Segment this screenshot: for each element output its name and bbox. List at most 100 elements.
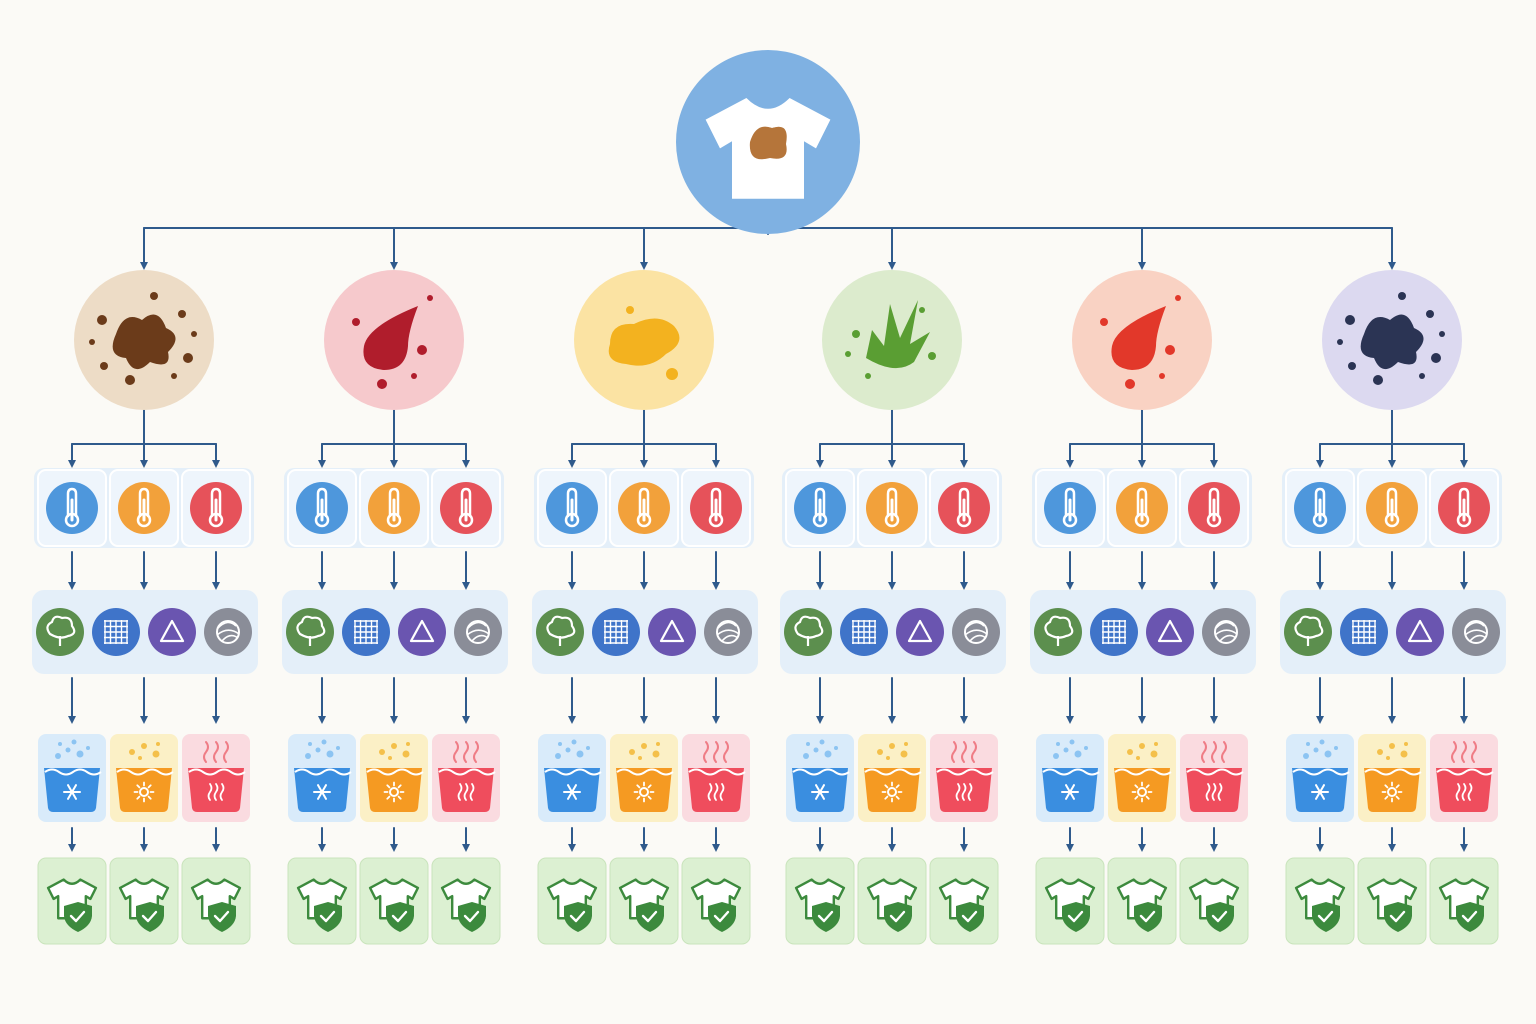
protected-shirt-icon[interactable]: [857, 857, 927, 945]
sun-ray: [895, 784, 900, 789]
cotton-plant-icon[interactable]: [784, 608, 832, 656]
bubble: [656, 742, 660, 746]
thermometer-hot-icon[interactable]: [1429, 469, 1499, 547]
protected-shirt-icon[interactable]: [1107, 857, 1177, 945]
triangle-icon[interactable]: [1396, 608, 1444, 656]
coffee-splat-icon[interactable]: [74, 270, 214, 410]
bubble: [402, 750, 410, 758]
mesh-grid-icon[interactable]: [92, 608, 140, 656]
hot-wash-basin-icon[interactable]: [1430, 734, 1498, 822]
triangle-icon[interactable]: [1146, 608, 1194, 656]
thermometer-warm-icon[interactable]: [857, 469, 927, 547]
warm-wash-basin-icon[interactable]: [610, 734, 678, 822]
bubble: [641, 743, 647, 749]
heat-wave: [955, 783, 961, 801]
warm-wash-basin-icon[interactable]: [858, 734, 926, 822]
bubble: [1377, 749, 1383, 755]
cotton-plant-icon[interactable]: [1034, 608, 1082, 656]
bubble: [1154, 742, 1158, 746]
check-mark: [961, 910, 978, 923]
ink-splat-icon[interactable]: [1322, 270, 1462, 410]
mesh-grid-icon[interactable]: [342, 608, 390, 656]
grass-splash-icon[interactable]: [822, 270, 962, 410]
thermometer-cold-icon[interactable]: [37, 469, 107, 547]
protected-shirt-icon[interactable]: [1179, 857, 1249, 945]
mesh-grid-icon[interactable]: [592, 608, 640, 656]
thermometer-cold-icon[interactable]: [537, 469, 607, 547]
protected-shirt-icon[interactable]: [37, 857, 107, 945]
protected-shirt-icon[interactable]: [431, 857, 501, 945]
thermometer-hot-icon[interactable]: [181, 469, 251, 547]
warm-wash-basin-icon[interactable]: [1358, 734, 1426, 822]
cold-wash-basin-icon[interactable]: [1036, 734, 1104, 822]
cold-wash-basin-icon[interactable]: [38, 734, 106, 822]
thermometer-warm-icon[interactable]: [359, 469, 429, 547]
basin-body: [1114, 768, 1170, 812]
thermometer-hot-icon[interactable]: [1179, 469, 1249, 547]
protected-shirt-icon[interactable]: [109, 857, 179, 945]
wool-yarn-icon[interactable]: [454, 608, 502, 656]
protected-shirt-icon[interactable]: [1035, 857, 1105, 945]
protected-shirt-icon[interactable]: [1357, 857, 1427, 945]
hot-wash-basin-icon[interactable]: [432, 734, 500, 822]
thermometer-hot-icon[interactable]: [681, 469, 751, 547]
wool-yarn-icon[interactable]: [1202, 608, 1250, 656]
triangle-icon[interactable]: [398, 608, 446, 656]
cotton-plant-icon[interactable]: [1284, 608, 1332, 656]
protected-shirt-icon[interactable]: [537, 857, 607, 945]
thermometer-cold-icon[interactable]: [1285, 469, 1355, 547]
hot-wash-basin-icon[interactable]: [182, 734, 250, 822]
triangle-icon[interactable]: [148, 608, 196, 656]
cotton-plant-icon[interactable]: [536, 608, 584, 656]
bubble: [1334, 746, 1338, 750]
fabric-badge: [454, 608, 502, 656]
fabric-badge: [704, 608, 752, 656]
water-wave: [1292, 768, 1350, 776]
stain-grass: [866, 300, 930, 369]
cold-wash-basin-icon[interactable]: [538, 734, 606, 822]
cold-wash-basin-icon[interactable]: [786, 734, 854, 822]
cotton-plant-icon[interactable]: [286, 608, 334, 656]
protected-shirt-icon[interactable]: [681, 857, 751, 945]
protected-shirt-icon[interactable]: [929, 857, 999, 945]
warm-wash-basin-icon[interactable]: [360, 734, 428, 822]
hot-wash-basin-icon[interactable]: [1180, 734, 1248, 822]
cotton-plant-icon[interactable]: [36, 608, 84, 656]
wool-yarn-icon[interactable]: [204, 608, 252, 656]
oil-blob-icon[interactable]: [574, 270, 714, 410]
wool-yarn-icon[interactable]: [952, 608, 1000, 656]
mesh-grid-icon[interactable]: [1340, 608, 1388, 656]
warm-wash-basin-icon[interactable]: [1108, 734, 1176, 822]
thermometer-cold-icon[interactable]: [287, 469, 357, 547]
wool-yarn-icon[interactable]: [1452, 608, 1500, 656]
thermometer-cold-icon[interactable]: [785, 469, 855, 547]
tomato-splat-icon[interactable]: [1072, 270, 1212, 410]
thermometer-warm-icon[interactable]: [1357, 469, 1427, 547]
protected-shirt-icon[interactable]: [1285, 857, 1355, 945]
wine-drop-icon[interactable]: [324, 270, 464, 410]
thermometer-warm-icon[interactable]: [109, 469, 179, 547]
mesh-grid-icon[interactable]: [840, 608, 888, 656]
triangle-icon[interactable]: [648, 608, 696, 656]
thermometer-hot-icon[interactable]: [929, 469, 999, 547]
protected-shirt-icon[interactable]: [785, 857, 855, 945]
warm-wash-basin-icon[interactable]: [110, 734, 178, 822]
protected-shirt-icon[interactable]: [181, 857, 251, 945]
thermometer-warm-icon[interactable]: [609, 469, 679, 547]
protected-shirt-icon[interactable]: [287, 857, 357, 945]
cold-wash-basin-icon[interactable]: [1286, 734, 1354, 822]
protected-shirt-icon[interactable]: [609, 857, 679, 945]
cold-wash-basin-icon[interactable]: [288, 734, 356, 822]
bubble: [1303, 753, 1309, 759]
hot-wash-basin-icon[interactable]: [930, 734, 998, 822]
wool-yarn-icon[interactable]: [704, 608, 752, 656]
protected-shirt-icon[interactable]: [1429, 857, 1499, 945]
triangle-icon[interactable]: [896, 608, 944, 656]
thermometer-warm-icon[interactable]: [1107, 469, 1177, 547]
protected-shirt-icon[interactable]: [359, 857, 429, 945]
mesh-grid-icon[interactable]: [1090, 608, 1138, 656]
water-wave: [544, 768, 602, 776]
thermometer-cold-icon[interactable]: [1035, 469, 1105, 547]
hot-wash-basin-icon[interactable]: [682, 734, 750, 822]
thermometer-hot-icon[interactable]: [431, 469, 501, 547]
